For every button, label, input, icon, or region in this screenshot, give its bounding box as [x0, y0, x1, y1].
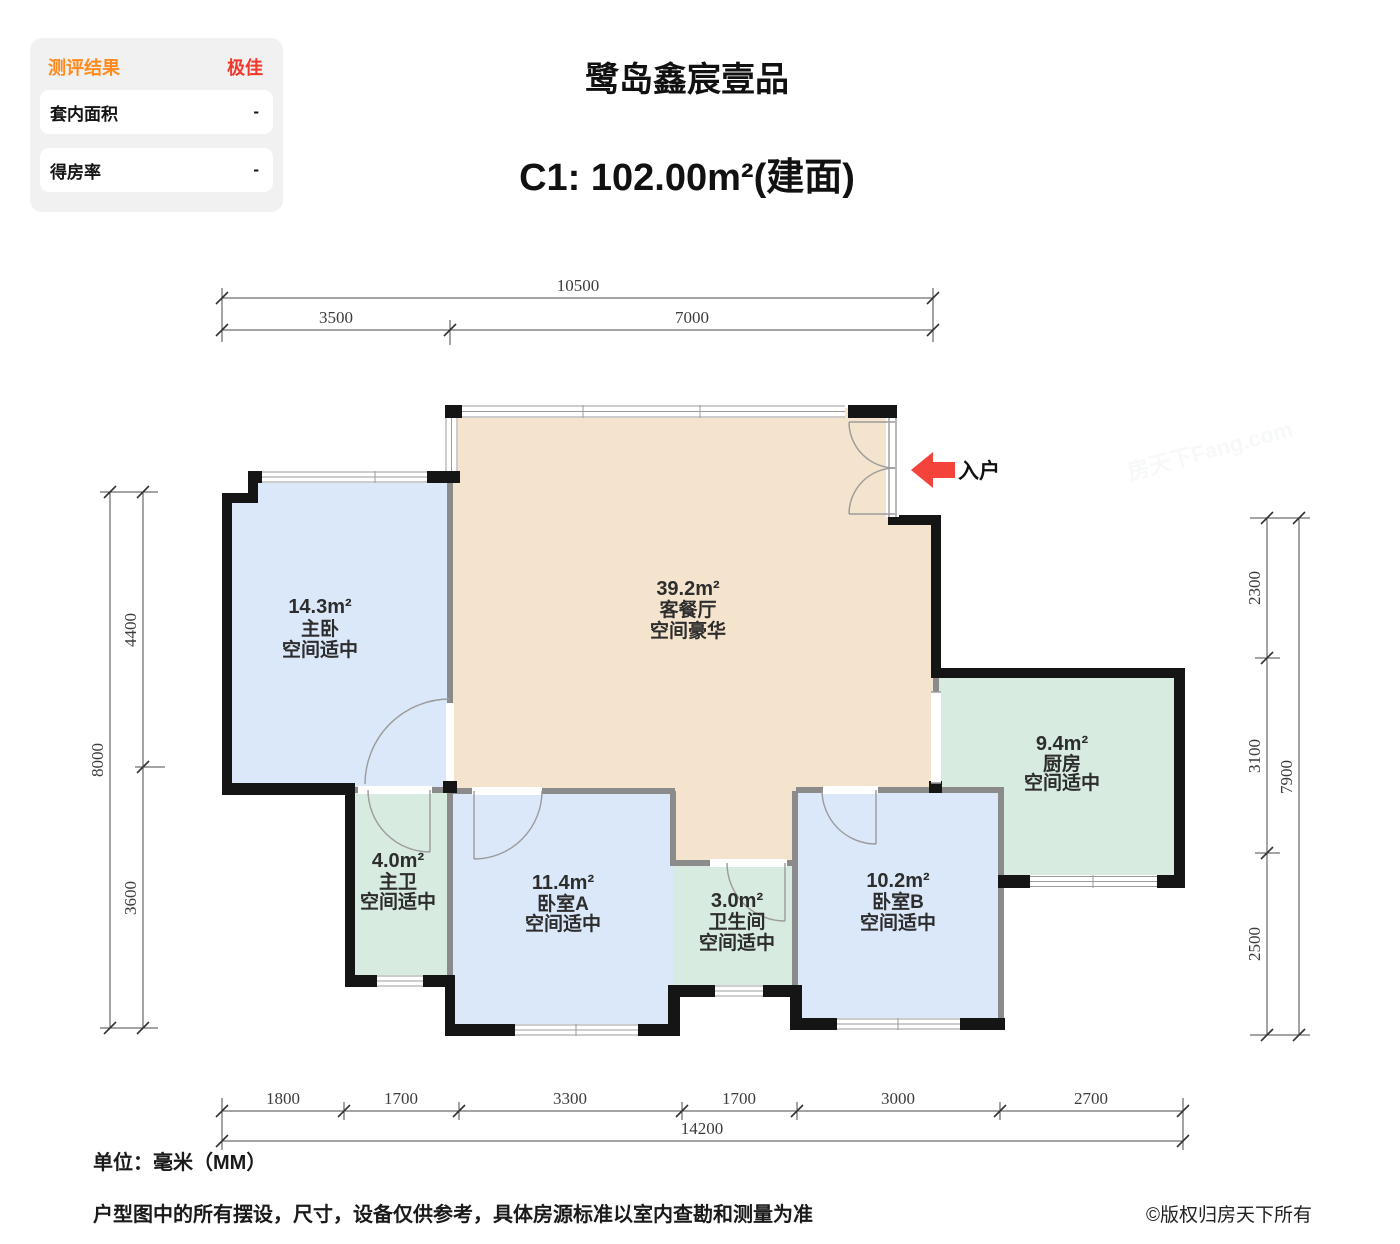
inner-area-label: 套内面积 — [50, 104, 118, 124]
dim-right-seg: 3100 — [1245, 739, 1264, 773]
room-name: 主卧 — [301, 618, 339, 640]
evaluation-panel: 测评结果 极佳 套内面积 - 得房率 - — [30, 38, 283, 212]
room-label-master-bedroom: 14.3m² 主卧 空间适中 — [282, 596, 358, 661]
windows — [262, 405, 1157, 1036]
room-assess: 空间适中 — [860, 911, 936, 934]
room-labels: 14.3m² 主卧 空间适中 39.2m² 客餐厅 空间豪华 9.4m² 厨房 … — [282, 578, 1100, 954]
dim-top-total: 10500 — [557, 276, 600, 295]
room-assess: 空间适中 — [525, 912, 601, 935]
dim-right-seg: 2300 — [1245, 571, 1264, 605]
room-assess: 空间适中 — [360, 890, 436, 913]
room-name: 客餐厅 — [659, 598, 716, 621]
dim-bottom-seg: 2700 — [1074, 1089, 1108, 1108]
room-area: 14.3m² — [288, 596, 352, 618]
doors — [358, 418, 941, 922]
dim-bottom-seg: 3300 — [553, 1089, 587, 1108]
dim-bottom-total: 14200 — [681, 1119, 724, 1138]
room-name: 主卫 — [379, 871, 417, 893]
room-fill-master-bedroom — [225, 474, 452, 790]
room-area: 3.0m² — [711, 890, 764, 912]
dim-right-total: 7900 — [1277, 760, 1296, 794]
dim-left-total: 8000 — [88, 743, 107, 777]
room-area: 10.2m² — [866, 870, 930, 892]
room-label-bedroom-a: 11.4m² 卧室A 空间适中 — [525, 872, 601, 935]
dim-bottom-seg: 1700 — [722, 1089, 756, 1108]
room-fill-living-dining — [452, 408, 938, 866]
unit-title: C1: 102.00m²(建面) — [519, 157, 855, 199]
room-name: 卧室B — [872, 890, 924, 913]
dimension-labels: 10500 3500 7000 1800 1700 3300 1700 3000… — [88, 276, 1296, 1138]
dim-top-seg: 7000 — [675, 308, 709, 327]
efficiency-value: - — [253, 160, 259, 179]
project-title: 鹭岛鑫宸壹品 — [585, 61, 789, 99]
room-fill-bedroom-b — [796, 789, 1003, 1026]
dimension-ticks — [103, 291, 1306, 1148]
copyright-text: ©版权归房天下所有 — [1146, 1205, 1312, 1226]
room-fill-kitchen — [934, 670, 1182, 884]
room-area: 9.4m² — [1036, 733, 1089, 755]
evaluation-panel-header: 测评结果 极佳 — [40, 52, 273, 90]
room-label-living-dining: 39.2m² 客餐厅 空间豪华 — [650, 578, 726, 642]
room-assess: 空间适中 — [1024, 771, 1100, 794]
units-note: 单位：毫米（MM） — [93, 1152, 267, 1174]
room-label-bedroom-b: 10.2m² 卧室B 空间适中 — [860, 870, 936, 934]
room-label-bathroom: 3.0m² 卫生间 空间适中 — [699, 890, 775, 954]
dim-left-seg: 4400 — [121, 613, 140, 647]
dim-bottom-seg: 1800 — [266, 1089, 300, 1108]
room-label-master-bath: 4.0m² 主卫 空间适中 — [360, 850, 436, 913]
room-area: 11.4m² — [532, 872, 595, 894]
watermark-text: 房天下Fang.com — [1125, 417, 1296, 485]
disclaimer-text: 户型图中的所有摆设，尺寸，设备仅供参考，具体房源标准以室内查勘和测量为准 — [93, 1204, 813, 1226]
efficiency-label: 得房率 — [50, 162, 101, 182]
entry-arrow-icon — [911, 452, 955, 488]
panel-row-inner-area: 套内面积 - — [40, 90, 273, 134]
room-name: 卧室A — [537, 892, 589, 915]
exterior-walls — [222, 405, 1185, 1036]
room-name: 卫生间 — [708, 910, 765, 933]
panel-row-efficiency: 得房率 - — [40, 148, 273, 192]
room-area: 39.2m² — [656, 578, 720, 600]
evaluation-rating: 极佳 — [227, 58, 263, 78]
room-fill-bathroom — [673, 862, 798, 993]
room-assess: 空间适中 — [699, 931, 775, 954]
dim-bottom-seg: 1700 — [384, 1089, 418, 1108]
room-assess: 空间豪华 — [650, 619, 726, 642]
room-fill-master-bath — [348, 788, 452, 983]
room-name: 厨房 — [1043, 752, 1081, 775]
inner-area-value: - — [253, 102, 259, 121]
dim-left-seg: 3600 — [121, 881, 140, 915]
room-assess: 空间适中 — [282, 638, 358, 661]
entry-label: 入户 — [958, 459, 1000, 483]
room-label-kitchen: 9.4m² 厨房 空间适中 — [1024, 733, 1100, 794]
dim-right-seg: 2500 — [1245, 927, 1264, 961]
entry-marker: 入户 — [911, 452, 1000, 488]
room-area: 4.0m² — [372, 850, 425, 872]
dim-top-seg: 3500 — [319, 308, 353, 327]
evaluation-title: 测评结果 — [48, 58, 120, 78]
dim-bottom-seg: 3000 — [881, 1089, 915, 1108]
